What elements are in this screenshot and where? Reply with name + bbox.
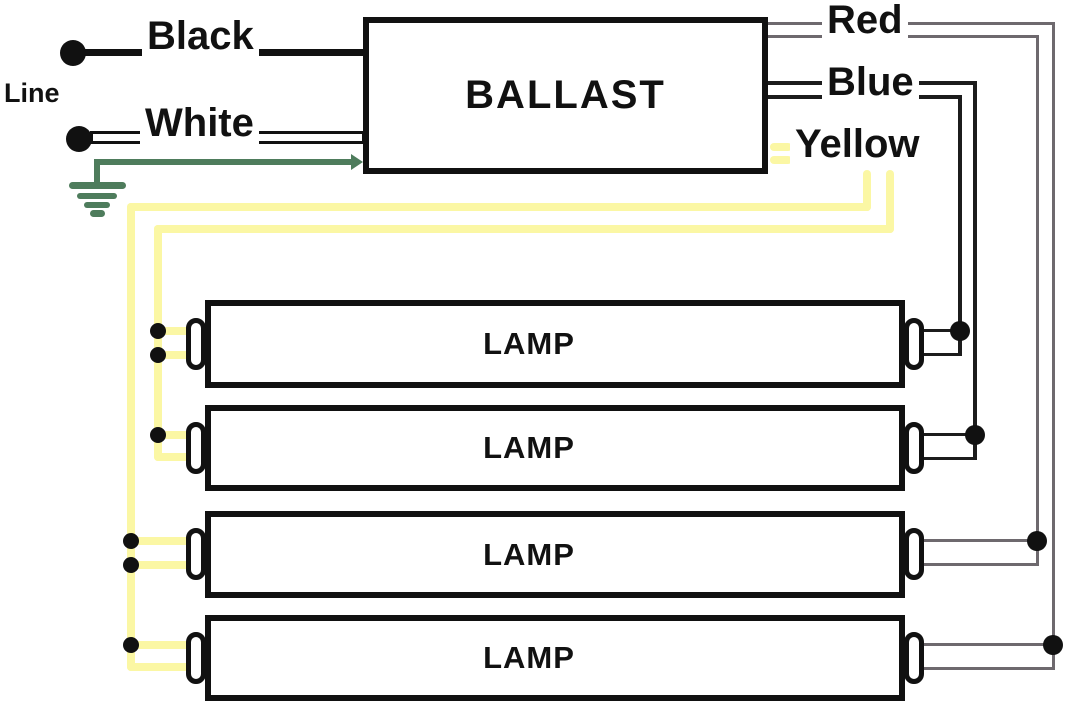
lamp-4-box: LAMP [205,615,905,701]
lamp-2-box: LAMP [205,405,905,491]
ballast-box: BALLAST [363,17,768,174]
blue-wire-label: Blue [822,60,919,104]
junction-dot [150,427,166,443]
lamp4-left-wire-top [133,641,190,649]
yellow-wire-upper-run [127,203,871,211]
lamp3-right-wire-top [922,539,1039,542]
junction-dot [123,637,139,653]
lamp-3-box: LAMP [205,511,905,598]
black-wire-label: Black [142,14,259,58]
blue-wire-2-vertical [958,95,962,356]
lamp-3-left-pin [186,528,206,580]
lamp-1-left-pin [186,318,206,370]
lamp1-right-wire-top [922,329,961,332]
lamp-3-right-pin [904,528,924,580]
lamp3-left-wire-bottom [133,561,190,569]
line-terminal-neutral [66,126,92,152]
lamp2-left-wire-top [160,431,190,439]
line-terminal-hot [60,40,86,66]
lamp1-left-wire-bottom [160,351,190,359]
lamp-2-label: LAMP [483,430,575,465]
ground-wire-horizontal [94,159,356,165]
junction-dot [1027,531,1047,551]
junction-dot [123,533,139,549]
red-wire-2-vertical [1036,35,1039,566]
junction-dot [965,425,985,445]
lamp2-right-wire-bottom [922,457,976,460]
yellow-wire-right-vertical-1 [863,170,871,211]
lamp1-right-wire-bottom [922,353,961,356]
yellow-wire-stub-1 [770,143,792,151]
yellow-wire-left-outer-vertical [127,203,135,671]
lamp4-right-wire-bottom [922,667,1055,670]
ballast-label: BALLAST [465,73,666,117]
red-wire-label: Red [822,0,908,42]
junction-dot [950,321,970,341]
red-wire-1 [768,22,1055,25]
lamp-2-left-pin [186,422,206,474]
lamp-1-label: LAMP [483,326,575,361]
junction-dot [1043,635,1063,655]
white-wire-label: White [140,101,259,145]
yellow-wire-left-inner-vertical [154,225,162,461]
ground-wire-arrow [351,154,363,170]
yellow-wire-right-vertical-2 [886,170,894,233]
lamp-1-right-pin [904,318,924,370]
yellow-wire-stub-2 [770,156,792,164]
lamp-4-left-pin [186,632,206,684]
ground-wire-vertical [94,159,100,187]
yellow-wire-lower-run [154,225,894,233]
lamp3-left-wire-top [133,537,190,545]
yellow-wire-label: Yellow [790,122,925,166]
lamp2-left-wire-bottom [154,453,190,461]
lamp-2-right-pin [904,422,924,474]
lamp3-right-wire-bottom [922,563,1039,566]
junction-dot [123,557,139,573]
red-wire-1-vertical [1052,22,1055,670]
lamp-4-label: LAMP [483,640,575,675]
lamp1-left-wire-top [160,327,190,335]
lamp4-right-wire-top [922,643,1055,646]
lamp-4-right-pin [904,632,924,684]
lamp-3-label: LAMP [483,536,575,572]
lamp-1-box: LAMP [205,300,905,388]
junction-dot [150,347,166,363]
line-label: Line [4,78,60,108]
lamp2-right-wire-top [922,433,976,436]
blue-wire-1-vertical [973,81,977,460]
junction-dot [150,323,166,339]
lamp4-left-wire-bottom [127,663,190,671]
